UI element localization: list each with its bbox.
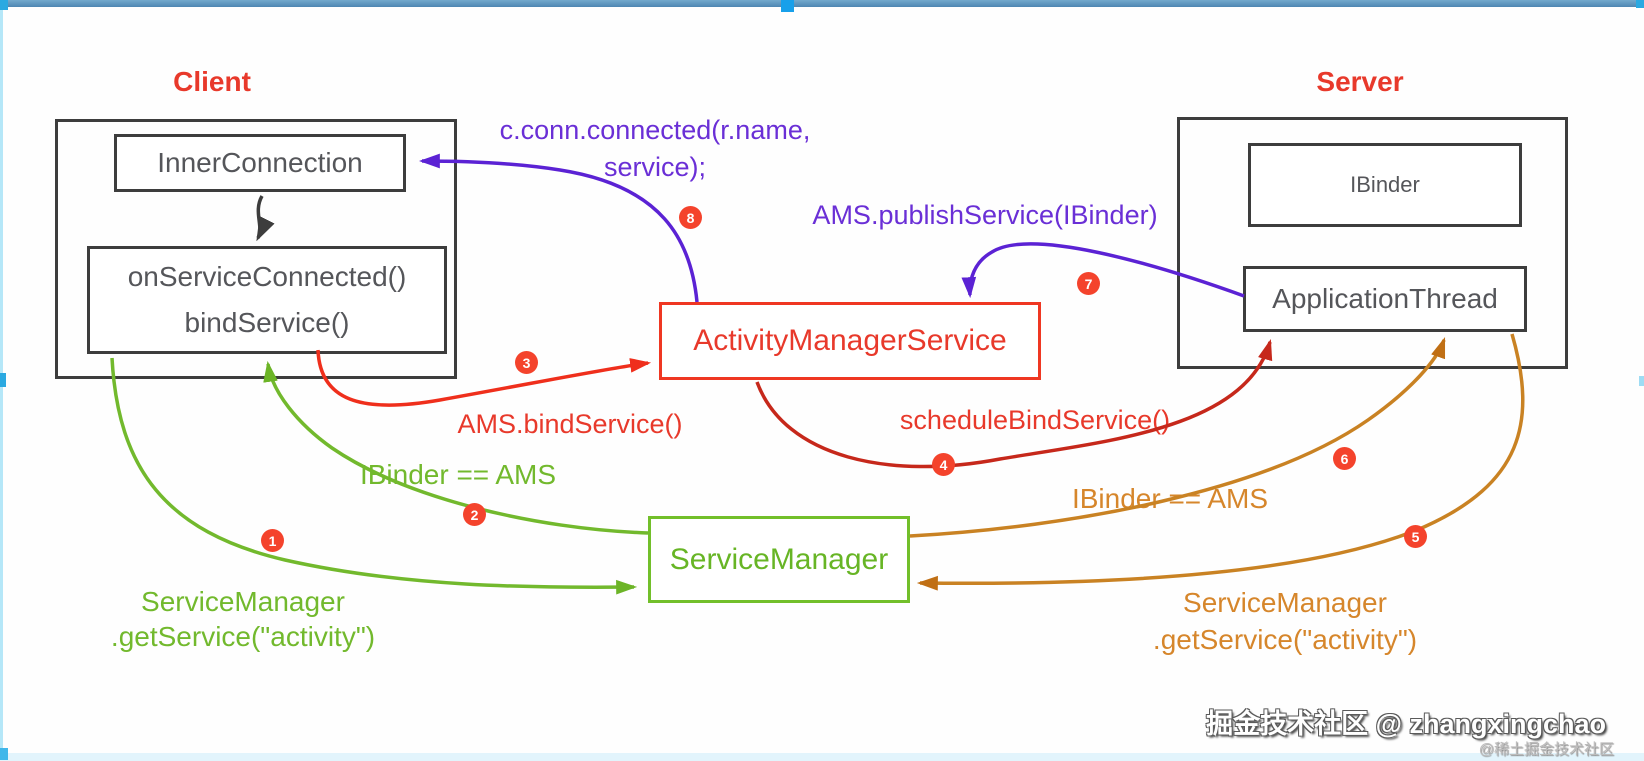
edge-marker-left-mid (0, 373, 6, 387)
flow4-label: scheduleBindService() (899, 405, 1171, 435)
corner-marker-bottom-left (0, 748, 8, 760)
server-title: Server (1316, 66, 1404, 97)
flow7-label: AMS.publishService(IBinder) (812, 200, 1158, 230)
application-thread-box: ApplicationThread (1243, 266, 1527, 332)
flow2-arrow-servicemanager-to-client (263, 360, 649, 535)
step-badge-7: 7 (1077, 272, 1100, 295)
corner-marker-top-right (1636, 0, 1644, 8)
client-title: Client (173, 66, 251, 97)
inner-connection-box: InnerConnection (114, 134, 406, 192)
watermark-community: @稀土掘金技术社区 (1478, 741, 1614, 758)
step-badge-3: 3 (515, 351, 538, 374)
step-badge-5: 5 (1404, 525, 1427, 548)
flow8-label: c.conn.connected(r.name, service); (500, 112, 811, 186)
step-badge-8: 8 (679, 206, 702, 229)
video-progress-bar[interactable] (0, 0, 1644, 7)
flow8-label-line2: service); (603, 152, 706, 182)
flow1-label-line2: .getService("activity") (110, 621, 376, 652)
flow8-label-line1: c.conn.connected(r.name, (499, 115, 811, 145)
service-manager-box: ServiceManager (648, 516, 910, 603)
flow5-label-line1: ServiceManager (1183, 587, 1387, 618)
step-badge-4: 4 (932, 453, 955, 476)
progress-handle[interactable] (781, 0, 794, 12)
inner-connection-label: InnerConnection (157, 147, 363, 178)
flow6-label: IBinder == AMS (1071, 483, 1269, 514)
flow3-label: AMS.bindService() (457, 409, 683, 439)
activity-manager-service-label: ActivityManagerService (693, 324, 1007, 357)
on-service-connected-label: onServiceConnected() (127, 261, 407, 292)
step-badge-6: 6 (1333, 447, 1356, 470)
step-badge-2: 2 (463, 503, 486, 526)
service-manager-label: ServiceManager (669, 542, 889, 576)
flow2-label: IBinder == AMS (359, 459, 557, 490)
bind-service-label: bindService() (184, 307, 350, 338)
ibinder-label: IBinder (1350, 172, 1420, 197)
application-thread-label: ApplicationThread (1272, 283, 1498, 314)
bottom-strip (0, 753, 1644, 761)
client-methods-box: onServiceConnected() bindService() (87, 246, 447, 354)
flow1-label-line1: ServiceManager (141, 586, 345, 617)
flow5-label-line2: .getService("activity") (1152, 624, 1418, 655)
edge-marker-right-mid (1639, 376, 1644, 386)
flow5-label: ServiceManager .getService("activity") (1153, 584, 1417, 658)
watermark-author: 掘金技术社区 @ zhangxingchao (1206, 709, 1606, 739)
ibinder-box: IBinder (1248, 143, 1522, 227)
corner-marker-top-left (0, 0, 8, 10)
step-badge-1: 1 (261, 529, 284, 552)
flow1-label: ServiceManager .getService("activity") (111, 584, 375, 654)
activity-manager-service-box: ActivityManagerService (659, 302, 1041, 380)
